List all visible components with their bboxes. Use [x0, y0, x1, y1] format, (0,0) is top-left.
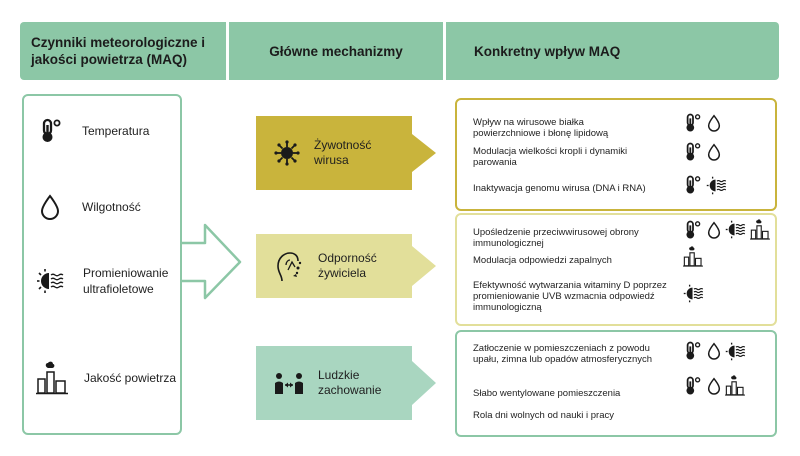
mechanism-host-immunity: Odporność żywiciela [256, 227, 412, 305]
effect-icon-group [683, 284, 705, 303]
droplet-icon [38, 194, 62, 220]
factor-label: Promieniowanie ultrafioletowe [83, 266, 169, 296]
effect-item: Inaktywacja genomu wirusa (DNA i RNA) [473, 183, 646, 194]
effects-panel-behaviour: Zatłoczenie w pomieszczeniach z powodu u… [455, 330, 777, 437]
factor-label: Wilgotność [82, 200, 141, 214]
people-distance-icon [274, 370, 304, 396]
header-mechanisms: Główne mechanizmy [229, 22, 443, 80]
droplet-icon [706, 341, 722, 361]
thermometer-icon [683, 376, 703, 396]
mechanism-label: Ludzkie zachowanie [318, 368, 382, 397]
thermometer-icon [683, 341, 703, 361]
mechanism-virus-viability: Żywotność wirusa [256, 114, 412, 192]
effect-item: Modulacja wielkości kropli i dynamiki pa… [473, 146, 628, 168]
uv-sun-icon [725, 342, 747, 361]
droplet-icon [706, 220, 722, 240]
uv-sun-icon [36, 268, 66, 294]
factor-air-quality: Jakość powietrza [36, 361, 176, 395]
effect-item: Słabo wentylowane pomieszczenia [473, 388, 621, 399]
thermometer-icon [683, 113, 703, 133]
uv-sun-icon [706, 176, 728, 195]
effect-item: Zatłoczenie w pomieszczeniach z powodu u… [473, 343, 653, 365]
factor-humidity: Wilgotność [38, 194, 141, 220]
effect-icon-group [683, 142, 722, 162]
factor-label: Temperatura [82, 124, 150, 138]
mechanism-label: Odporność żywiciela [318, 251, 377, 280]
thermometer-icon [683, 142, 703, 162]
effect-icon-group [683, 341, 747, 361]
thermometer-icon [683, 175, 703, 195]
effect-item: Wpływ na wirusowe białka powierzchniowe … [473, 117, 609, 139]
thermometer-icon [683, 220, 703, 240]
factor-temperature: Temperatura [38, 118, 149, 144]
droplet-icon [706, 142, 722, 162]
uv-sun-icon [683, 284, 705, 303]
factory-icon [683, 246, 703, 267]
effect-item: Upośledzenie przeciwwirusowej obrony imm… [473, 227, 639, 249]
droplet-icon [706, 376, 722, 396]
factory-icon [725, 375, 745, 396]
effect-icon-group [683, 113, 722, 133]
uv-sun-icon [725, 220, 747, 239]
factory-icon [36, 361, 68, 395]
mechanism-human-behaviour: Ludzkie zachowanie [256, 344, 412, 422]
effect-icon-group [683, 375, 745, 396]
virus-icon [274, 140, 300, 166]
effects-panel-virus: Wpływ na wirusowe białka powierzchniowe … [455, 98, 777, 211]
factor-uv: Promieniowanie ultrafioletowe [36, 265, 183, 297]
effect-icon-group [683, 246, 703, 267]
host-immunity-icon [274, 249, 304, 283]
factor-label: Jakość powietrza [84, 371, 177, 385]
effect-item: Modulacja odpowiedzi zapalnych [473, 255, 612, 266]
effect-item: Rola dni wolnych od nauki i pracy [473, 410, 614, 421]
effect-icon-group [683, 219, 770, 240]
header-effects: Konkretny wpływ MAQ [446, 22, 779, 80]
factory-icon [750, 219, 770, 240]
effect-icon-group [683, 175, 728, 195]
mechanism-label: Żywotność wirusa [314, 138, 372, 167]
factors-panel [22, 94, 182, 435]
droplet-icon [706, 113, 722, 133]
effect-item: Efektywność wytwarzania witaminy D poprz… [473, 280, 667, 313]
thermometer-icon [38, 118, 64, 144]
header-factors: Czynniki meteorologiczne i jakości powie… [20, 22, 226, 80]
effects-panel-host: Upośledzenie przeciwwirusowej obrony imm… [455, 213, 777, 326]
